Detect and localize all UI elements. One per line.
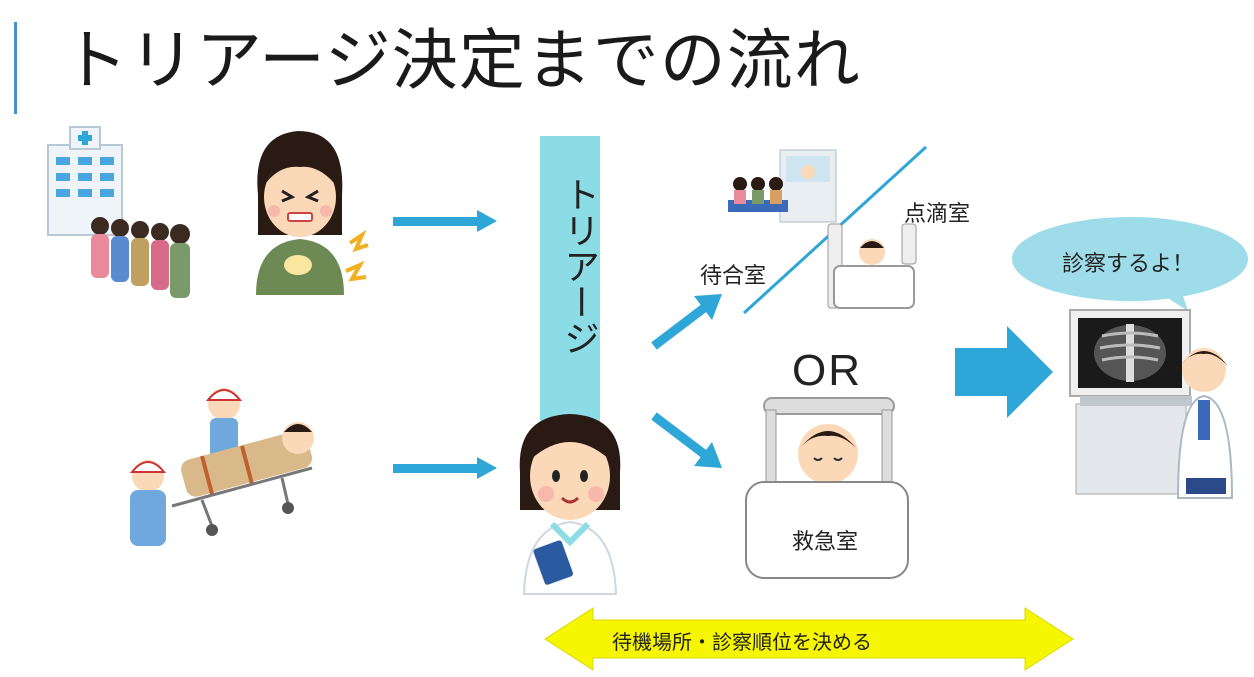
arrow-top-left xyxy=(393,210,497,232)
emergency-bed-icon xyxy=(745,397,909,579)
hospital-icon xyxy=(47,126,123,236)
doctor-xray-icon xyxy=(1069,309,1234,499)
patients-queue-icon xyxy=(91,217,190,298)
stretcher-icon xyxy=(129,388,314,546)
or-label: OR xyxy=(792,346,862,395)
waiting-room-icon xyxy=(728,149,837,223)
emergency-room-label: 救急室 xyxy=(792,530,859,555)
drip-bed-icon xyxy=(827,223,917,309)
waiting-room-label: 待合室 xyxy=(700,264,767,289)
arrow-to-doctor xyxy=(955,326,1053,418)
bottom-double-arrow xyxy=(544,607,1074,671)
arrow-down-right xyxy=(651,412,722,468)
speech-bubble-text: 診察するよ！ xyxy=(1062,252,1195,277)
drip-room-label: 点滴室 xyxy=(904,202,971,227)
page-title: トリアージ決定までの流れ xyxy=(62,22,861,99)
arrow-up-right xyxy=(651,294,722,350)
title-accent-bar xyxy=(14,22,17,114)
arrow-bottom-left xyxy=(393,457,497,479)
triage-column: トリアージ xyxy=(540,136,600,426)
bottom-arrow-label: 待機場所・診察順位を決める xyxy=(612,630,872,654)
sick-woman-icon xyxy=(256,131,369,295)
triage-label: トリアージ xyxy=(558,176,599,356)
triage-nurse-icon xyxy=(519,414,621,595)
speech-bubble xyxy=(1012,217,1248,311)
